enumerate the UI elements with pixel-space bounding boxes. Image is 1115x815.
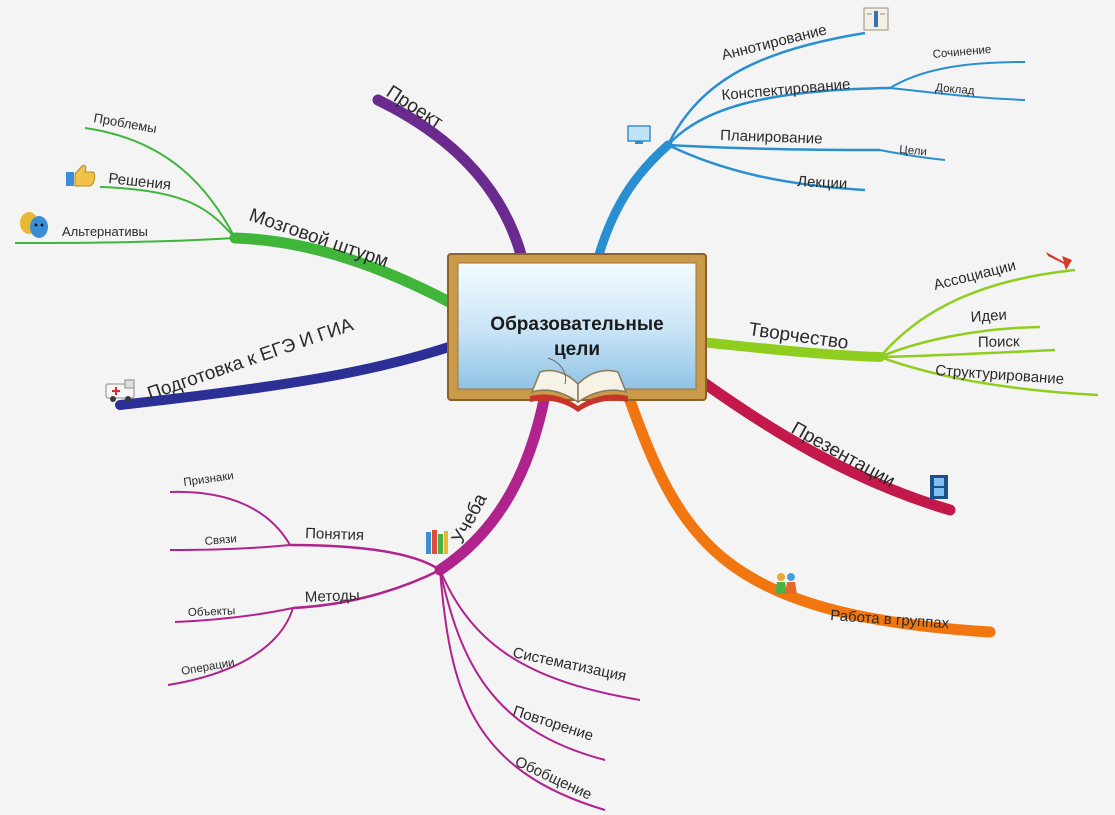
leaf-obekty: Объекты — [188, 605, 236, 619]
label-prezentacii: Презентации — [788, 418, 899, 492]
link-resheniya — [99, 186, 236, 239]
document-icon — [863, 7, 889, 31]
link-metody — [292, 568, 441, 610]
label-ucheba: Учеба — [448, 490, 492, 547]
open-book-icon — [530, 357, 628, 412]
link-annotirovanie — [666, 31, 866, 146]
link-idei — [879, 325, 1041, 359]
branch-brainstorm — [229, 232, 461, 311]
link-sistematizaciya — [439, 569, 641, 701]
monitor-icon — [627, 125, 651, 144]
branch-prezentacii — [694, 374, 956, 516]
leaf-konspekt: Конспектирование — [721, 76, 851, 104]
link-operacii — [167, 607, 294, 686]
link-priznaki — [169, 490, 291, 546]
people-icon — [775, 573, 797, 594]
thumbs-up-icon — [66, 164, 96, 187]
branch-rabota — [622, 389, 996, 638]
label-rabota: Работа в группах — [830, 607, 950, 632]
leaf-resheniya: Решения — [108, 170, 172, 193]
link-svyazi — [169, 544, 291, 551]
branch-ucheba — [434, 389, 551, 576]
branch-tvorchestvo — [695, 337, 885, 362]
leaf-lekcii: Лекции — [797, 173, 848, 193]
film-icon — [930, 475, 948, 499]
branch-proekt — [372, 94, 528, 264]
sub-metody: Методы — [305, 587, 360, 606]
link-strukturirovanie — [879, 355, 1099, 397]
leaf-obobshchenie: Обобщение — [512, 753, 594, 803]
link-celi — [879, 149, 946, 161]
link-lekcii — [667, 143, 866, 192]
branch-top-right — [593, 140, 673, 263]
leaf-svyazi: Связи — [204, 533, 237, 548]
masks-icon — [20, 212, 48, 238]
link-problemy — [84, 127, 236, 239]
link-povtorenie — [439, 569, 606, 761]
link-konspekt — [667, 86, 891, 146]
center-title-line2: цели — [554, 339, 600, 360]
link-ponyatiya — [289, 543, 441, 572]
arrow-icon — [1046, 252, 1072, 270]
leaf-doklad: Доклад — [935, 82, 975, 97]
leaf-priznaki: Признаки — [183, 470, 235, 489]
ambulance-icon — [105, 379, 135, 402]
leaf-operacii: Операции — [180, 657, 235, 678]
leaf-sistematizaciya: Систематизация — [511, 644, 628, 685]
sub-ponyatiya: Понятия — [305, 525, 364, 544]
leaf-planirovanie: Планирование — [720, 127, 823, 148]
leaf-problemy: Проблемы — [92, 110, 157, 136]
link-sochinenie — [889, 61, 1026, 89]
link-associacii — [879, 268, 1076, 358]
leaf-sochinenie: Сочинение — [932, 44, 992, 61]
center-title-line1: Образовательные — [490, 314, 663, 335]
branch-ege — [115, 340, 460, 410]
link-poisk — [879, 348, 1056, 359]
link-alternativy — [14, 237, 236, 244]
leaf-poisk: Поиск — [978, 333, 1020, 351]
books-icon — [426, 530, 448, 554]
center-board: Образовательные цели — [447, 253, 707, 401]
link-obobshchenie — [439, 569, 606, 811]
link-obekty — [174, 607, 294, 623]
leaf-associacii: Ассоциации — [932, 257, 1018, 294]
leaf-celi: Цели — [899, 144, 928, 158]
leaf-idei: Идеи — [970, 307, 1007, 326]
leaf-alternativy: Альтернативы — [62, 224, 148, 239]
leaf-strukturirovanie: Структурирование — [935, 362, 1065, 388]
link-planirovanie — [667, 143, 881, 152]
link-doklad — [889, 87, 1026, 101]
